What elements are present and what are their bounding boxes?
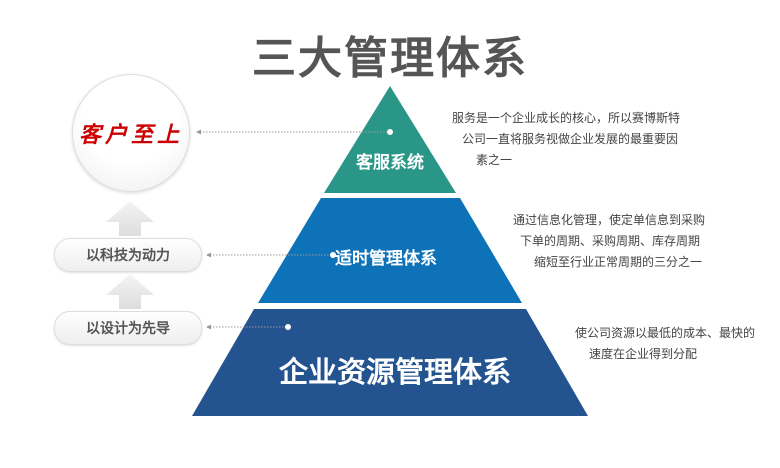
- connector-dot: [387, 129, 393, 135]
- circle-label: 客户至上: [78, 122, 183, 148]
- pill-technology: 以科技为动力: [54, 238, 202, 272]
- desc-line: 公司一直将服务视做企业发展的最重要因: [462, 132, 679, 146]
- desc-line: 下单的周期、采购周期、库存周期: [520, 234, 701, 248]
- up-arrow-icon: [106, 274, 154, 309]
- tier-label-3: 企业资源管理体系: [278, 355, 511, 389]
- desc-line: 速度在企业得到分配: [589, 347, 698, 361]
- pyramid-tier-1: [324, 86, 456, 193]
- connector-dot: [285, 324, 291, 330]
- tier-2-description: 通过信息化管理，使定单信息到采购 下单的周期、采购周期、库存周期 缩短至行业正常…: [513, 210, 705, 273]
- up-arrow-icon: [106, 201, 154, 236]
- pyramid-tier-3: [192, 309, 588, 416]
- customer-first-circle: 客户至上: [72, 74, 190, 192]
- arrow-head-icon: [206, 324, 211, 330]
- tier-3-description: 使公司资源以最低的成本、最快的 速度在企业得到分配: [575, 323, 755, 365]
- desc-line: 服务是一个企业成长的核心，所以赛博斯特: [452, 111, 681, 125]
- pill-design: 以设计为先导: [54, 311, 202, 345]
- tier-label-1: 客服系统: [356, 153, 424, 173]
- desc-line: 缩短至行业正常周期的三分之一: [534, 255, 703, 269]
- desc-line: 通过信息化管理，使定单信息到采购: [513, 213, 706, 227]
- page-title: 三大管理体系: [252, 33, 528, 84]
- tier-label-2: 适时管理体系: [335, 249, 437, 269]
- desc-line: 使公司资源以最低的成本、最快的: [575, 326, 756, 340]
- tier-1-description: 服务是一个企业成长的核心，所以赛博斯特 公司一直将服务视做企业发展的最重要因 素…: [452, 108, 680, 171]
- arrow-head-icon: [206, 252, 211, 258]
- pyramid-tier-2: [258, 198, 522, 303]
- arrow-head-icon: [196, 129, 201, 135]
- connector-dot: [330, 252, 336, 258]
- desc-line: 素之一: [476, 153, 513, 167]
